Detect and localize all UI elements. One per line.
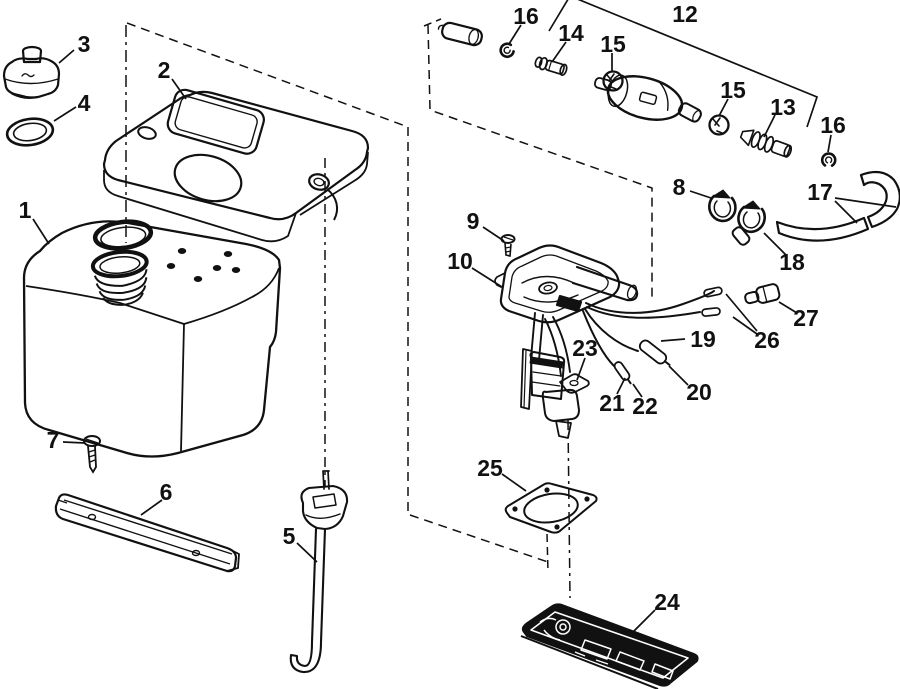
callout-2: 2	[158, 57, 171, 83]
inline-filter	[593, 74, 702, 123]
pickup-tube	[289, 470, 349, 674]
vent-holes	[166, 248, 241, 282]
callout-14: 14	[558, 20, 584, 46]
hose-assembly	[437, 21, 900, 246]
callout-8: 8	[673, 174, 686, 200]
connector-19	[638, 339, 671, 366]
callout-labels: 1 2 3 4 5 6 7 8 9 10 12 13 14 15 15 16 1…	[19, 1, 846, 615]
terminal-26a	[703, 286, 723, 298]
callout-5: 5	[283, 523, 296, 549]
decal-plate	[520, 603, 699, 689]
mounting-screw	[83, 435, 101, 474]
callout-7: 7	[47, 427, 60, 453]
callout-13: 13	[770, 94, 796, 120]
clamp-18	[731, 200, 766, 246]
callout-26: 26	[754, 327, 780, 353]
alignment-guides	[125, 18, 653, 599]
clamp-8	[708, 189, 737, 223]
callout-20: 20	[686, 379, 712, 405]
filler-cap	[2, 45, 61, 99]
callout-15a: 15	[600, 31, 626, 57]
callout-23: 23	[572, 335, 598, 361]
cap-gasket	[5, 117, 55, 147]
clamp-15b	[708, 114, 730, 136]
pump-screw	[500, 234, 516, 258]
callout-10: 10	[447, 248, 473, 274]
clip-16a	[499, 42, 515, 58]
hose-17-long	[775, 216, 870, 242]
callout-25: 25	[477, 455, 503, 481]
callout-1: 1	[19, 197, 32, 223]
callout-15b: 15	[720, 77, 746, 103]
callout-16a: 16	[513, 3, 539, 29]
terminal-26b	[701, 307, 721, 317]
callout-18: 18	[779, 249, 805, 275]
callout-6: 6	[160, 479, 173, 505]
pump-assembly	[494, 244, 639, 439]
callout-16b: 16	[820, 112, 846, 138]
mounting-rail	[54, 493, 240, 573]
oil-tank	[22, 219, 282, 458]
callout-4: 4	[78, 90, 91, 116]
tank-lid	[102, 88, 370, 243]
pump-gasket	[504, 482, 598, 534]
callout-12: 12	[672, 1, 698, 27]
callout-22: 22	[632, 393, 658, 419]
bullet-connector-27	[744, 283, 781, 305]
callout-3: 3	[78, 31, 91, 57]
filler-neck	[90, 249, 149, 306]
callout-27: 27	[793, 305, 819, 331]
wire-harness	[582, 283, 781, 385]
hose-17-elbow	[859, 170, 900, 229]
leader-lines	[32, 0, 897, 634]
connector-21	[613, 361, 632, 385]
callout-9: 9	[467, 208, 480, 234]
callout-19: 19	[690, 326, 716, 352]
callout-24: 24	[654, 589, 680, 615]
hose-stub	[437, 21, 483, 47]
callout-21: 21	[599, 390, 625, 416]
callout-17: 17	[807, 179, 833, 205]
fitting-13	[739, 129, 793, 158]
clamp-23	[559, 373, 590, 394]
clip-16b	[820, 152, 837, 167]
fitting-14	[534, 56, 568, 76]
